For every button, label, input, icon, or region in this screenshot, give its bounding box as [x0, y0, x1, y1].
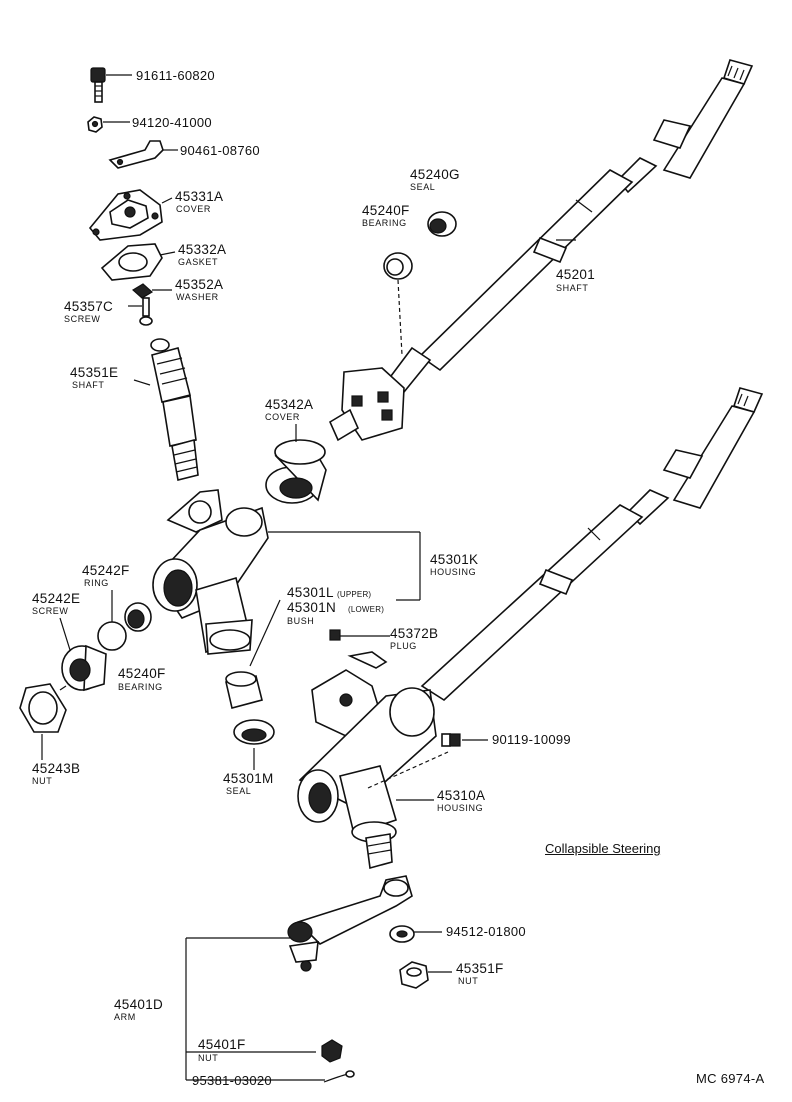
- screw-45357C: [128, 297, 153, 326]
- assembly-dashline: [397, 279, 403, 356]
- sub-45301N: (LOWER): [348, 605, 385, 614]
- label-94512: 94512-01800: [446, 924, 526, 939]
- sub-45242F: RING: [84, 578, 109, 588]
- sub-45351F: NUT: [458, 976, 479, 986]
- sub-45401F: NUT: [198, 1053, 219, 1063]
- sub-45243B: NUT: [32, 776, 53, 786]
- leader-lines: [59, 685, 67, 691]
- label-94120: 94120-41000: [132, 115, 212, 130]
- bolt-91611: [90, 67, 132, 103]
- label-45240F-low: 45240F: [118, 666, 166, 681]
- label-90119: 90119-10099: [492, 732, 571, 747]
- label-95381: 95381-03020: [192, 1073, 272, 1088]
- bracket-90461: [108, 140, 178, 169]
- sub-45331A: COVER: [176, 204, 212, 214]
- label-90461: 90461-08760: [180, 143, 260, 158]
- seal-45240G: [427, 211, 457, 237]
- sub-bush: BUSH: [287, 616, 315, 626]
- diagram-title: Collapsible Steering: [545, 841, 661, 856]
- sub-45301M: SEAL: [226, 786, 252, 796]
- label-45332A: 45332A: [178, 242, 227, 257]
- label-45301M: 45301M: [223, 771, 274, 786]
- plug-45372B: [329, 629, 390, 641]
- label-45243B: 45243B: [32, 761, 81, 776]
- bush-45301L: [225, 599, 281, 709]
- sub-45240F-top: BEARING: [362, 218, 407, 228]
- sub-45401D: ARM: [114, 1012, 136, 1022]
- housing-45310A: [297, 651, 449, 870]
- sub-45332A: GASKET: [178, 257, 219, 267]
- nut-45351F: [399, 961, 452, 989]
- nut-45401F: [321, 1039, 343, 1063]
- label-45301L: 45301L: [287, 585, 334, 600]
- nut-94120: [87, 116, 130, 133]
- screw-45242E: [59, 617, 107, 692]
- housing-45301K: [152, 489, 421, 655]
- washer-45352A: [131, 283, 172, 299]
- sub-45240G: SEAL: [410, 182, 436, 192]
- sub-45310A: HOUSING: [437, 803, 484, 813]
- sub-45372B: PLUG: [390, 641, 417, 651]
- sub-45240F-low: BEARING: [118, 682, 163, 692]
- sub-45301L: (UPPER): [337, 590, 372, 599]
- arm-45401D: [185, 875, 413, 1081]
- sector-shaft-45351E: [133, 338, 199, 481]
- nut-45243B: [19, 683, 67, 760]
- cover-45331A: [88, 189, 173, 241]
- label-45351E: 45351E: [70, 365, 119, 380]
- sub-45351E: SHAFT: [72, 380, 105, 390]
- label-45301N: 45301N: [287, 600, 337, 615]
- cotter-pin-95381: [323, 1070, 355, 1083]
- label-45372B: 45372B: [390, 626, 439, 641]
- bolt-90119: [441, 733, 488, 747]
- sub-45301K: HOUSING: [430, 567, 477, 577]
- label-91611: 91611-60820: [136, 68, 215, 83]
- label-45401F: 45401F: [198, 1037, 246, 1052]
- figure-code: MC 6974-A: [696, 1071, 765, 1086]
- sub-45352A: WASHER: [176, 292, 219, 302]
- label-45342A: 45342A: [265, 397, 314, 412]
- bearing-45240F-top: [383, 252, 413, 280]
- shaft-45201: [328, 59, 754, 442]
- label-45357C: 45357C: [64, 299, 114, 314]
- label-45240F-top: 45240F: [362, 203, 410, 218]
- sub-45342A: COVER: [265, 412, 301, 422]
- label-45240G: 45240G: [410, 167, 460, 182]
- label-45331A: 45331A: [175, 189, 224, 204]
- seal-45301M: [233, 719, 275, 770]
- label-45351F: 45351F: [456, 961, 504, 976]
- ring-45242F: [97, 590, 127, 651]
- label-45201: 45201: [556, 267, 596, 282]
- label-45242F: 45242F: [82, 563, 130, 578]
- assembled-shaft: [420, 387, 764, 702]
- cover-45342A: [265, 424, 327, 504]
- label-45401D: 45401D: [114, 997, 164, 1012]
- label-45352A: 45352A: [175, 277, 224, 292]
- label-45310A: 45310A: [437, 788, 486, 803]
- sub-45242E: SCREW: [32, 606, 69, 616]
- sub-45357C: SCREW: [64, 314, 101, 324]
- washer-94512: [389, 925, 442, 943]
- label-45301K: 45301K: [430, 552, 479, 567]
- bearing-45240F-low: [124, 602, 152, 632]
- label-45242E: 45242E: [32, 591, 81, 606]
- sub-45201: SHAFT: [556, 283, 589, 293]
- gasket-45332A: [100, 243, 176, 281]
